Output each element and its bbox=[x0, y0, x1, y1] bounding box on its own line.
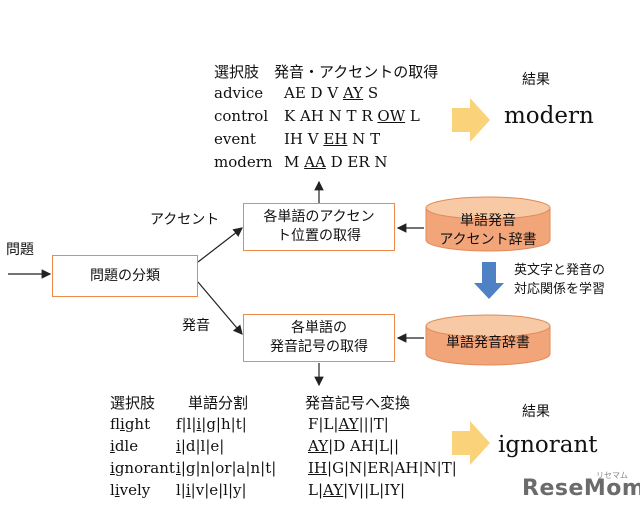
bottom-row-word-segment: i bbox=[114, 481, 120, 499]
phoneme-branch-arrow bbox=[197, 281, 243, 335]
pron-segment: AY bbox=[342, 84, 364, 102]
top-row-word: advice bbox=[214, 84, 264, 102]
pron-segment: D ER N bbox=[325, 153, 388, 171]
bottom-row-split-segment: i bbox=[196, 415, 202, 433]
accent-branch-arrow bbox=[197, 227, 243, 263]
bottom-row-split: f|l|i|g|h|t| bbox=[176, 415, 247, 433]
bottom-row-split: i|d|l|e| bbox=[176, 437, 224, 455]
bottom-header-choice: 選択肢 bbox=[110, 394, 156, 412]
dict-accent-line: アクセント辞書 bbox=[439, 232, 537, 248]
bottom-row-split: l|i|v|e|l|y| bbox=[176, 481, 247, 499]
bottom-row-conv-segment: |G|N|ER|AH|N|T| bbox=[327, 459, 457, 477]
bottom-row-conv-segment: AY bbox=[323, 481, 344, 499]
pron-segment: N T bbox=[347, 130, 381, 148]
phoneme-box-line: 各単語の bbox=[291, 320, 347, 336]
bottom-row-conv: F|L|AY|||T| bbox=[308, 415, 389, 433]
top-result-label: 結果 bbox=[522, 72, 550, 88]
top-row-word: event bbox=[214, 130, 256, 148]
bottom-result-label: 結果 bbox=[522, 404, 550, 420]
classify-box: 問題の分類 bbox=[52, 255, 198, 297]
bottom-row-split-segment: |g|h|t| bbox=[201, 415, 247, 433]
pron-segment: K AH N T R bbox=[284, 107, 378, 125]
phoneme-box-line: 発音記号の取得 bbox=[270, 339, 368, 355]
bottom-row-word: idle bbox=[110, 437, 138, 455]
bottom-row-conv-segment: |D AH|L|| bbox=[328, 437, 400, 455]
dict-phoneme-label: 単語発音辞書 bbox=[446, 335, 530, 351]
top-row-pron: AE D V AY S bbox=[284, 84, 378, 102]
bottom-row-conv-segment: |||T| bbox=[358, 415, 389, 433]
top-result-value: modern bbox=[504, 103, 594, 129]
pron-segment: AE D V bbox=[284, 84, 343, 102]
bottom-row-conv: IH|G|N|ER|AH|N|T| bbox=[308, 459, 457, 477]
pron-segment: EH bbox=[323, 130, 348, 148]
bottom-result-arrow bbox=[452, 421, 490, 465]
bottom-row-word-segment: i bbox=[110, 437, 115, 455]
learn-line: 対応関係を学習 bbox=[514, 282, 606, 297]
accent-box-line: 各単語のアクセン bbox=[263, 209, 375, 225]
pron-segment: M bbox=[284, 153, 305, 171]
learn-label: 英文字と発音の 対応関係を学習 bbox=[514, 261, 605, 299]
bottom-row-conv-segment: AY bbox=[308, 437, 329, 455]
bottom-row-split-segment: f|l| bbox=[176, 415, 197, 433]
top-result-arrow bbox=[452, 98, 490, 142]
bottom-row-split-segment: |d|l|e| bbox=[180, 437, 225, 455]
bottom-row-conv: L|AY|V||L|IY| bbox=[308, 481, 405, 499]
bottom-row-word: flight bbox=[110, 415, 150, 433]
bottom-row-conv-segment: L| bbox=[308, 481, 324, 499]
accent-box-line: ト位置の取得 bbox=[277, 228, 361, 244]
bottom-row-split-segment: i bbox=[176, 459, 181, 477]
pron-segment: L bbox=[405, 107, 420, 125]
bottom-row-conv-segment: F|L| bbox=[308, 415, 339, 433]
top-row-word: modern bbox=[214, 153, 273, 171]
bottom-row-conv-segment: |V||L|IY| bbox=[343, 481, 406, 499]
branch-phoneme-label: 発音 bbox=[182, 318, 210, 334]
bottom-row-split-segment: |v|e|l|y| bbox=[190, 481, 247, 499]
phoneme-box: 各単語の 発音記号の取得 bbox=[243, 314, 395, 362]
bottom-header-split: 単語分割 bbox=[188, 394, 249, 412]
accent-box: 各単語のアクセン ト位置の取得 bbox=[243, 203, 395, 251]
top-row-word: control bbox=[214, 107, 269, 125]
bottom-row-word-segment: dle bbox=[114, 437, 139, 455]
dict-accent-label: 単語発音 アクセント辞書 bbox=[426, 212, 550, 250]
pron-segment: IH V bbox=[284, 130, 324, 148]
top-row-pron: M AA D ER N bbox=[284, 153, 388, 171]
top-header: 選択肢 発音・アクセントの取得 bbox=[214, 63, 439, 81]
dict-accent-line: 単語発音 bbox=[460, 213, 516, 229]
bottom-row-word-segment: i bbox=[120, 415, 125, 433]
bottom-row-word-segment: gnorant bbox=[114, 459, 175, 477]
bottom-row-split-segment: l| bbox=[176, 481, 186, 499]
bottom-row-conv-segment: IH bbox=[308, 459, 328, 477]
dict-phoneme-cylinder bbox=[425, 314, 551, 366]
resemom-logo-sub: リセマム bbox=[596, 471, 628, 480]
bottom-row-word-segment: fl bbox=[110, 415, 121, 433]
bottom-row-word-segment: l bbox=[110, 481, 115, 499]
bottom-result-value: ignorant bbox=[498, 432, 598, 458]
dict-accent-cylinder bbox=[425, 196, 551, 252]
learn-arrow bbox=[474, 262, 504, 299]
bottom-row-word-segment: ght bbox=[124, 415, 151, 433]
pron-segment: S bbox=[363, 84, 379, 102]
bottom-row-word-segment: i bbox=[110, 459, 115, 477]
bottom-header-convert: 発音記号へ変換 bbox=[305, 394, 411, 412]
bottom-row-word: ignorant bbox=[110, 459, 175, 477]
branch-accent-label: アクセント bbox=[150, 212, 220, 228]
bottom-row-conv-segment: AY bbox=[338, 415, 359, 433]
pron-segment: OW bbox=[377, 107, 406, 125]
bottom-row-word: lively bbox=[110, 481, 150, 499]
bottom-row-split-segment: i bbox=[176, 437, 181, 455]
bottom-row-word-segment: vely bbox=[119, 481, 151, 499]
pron-segment: AA bbox=[304, 153, 326, 171]
bottom-row-split-segment: i bbox=[185, 481, 191, 499]
bottom-row-split-segment: |g|n|or|a|n|t| bbox=[180, 459, 277, 477]
input-label: 問題 bbox=[6, 242, 34, 258]
top-row-pron: IH V EH N T bbox=[284, 130, 380, 148]
resemom-logo: ReseMom bbox=[522, 476, 640, 501]
bottom-row-split: i|g|n|or|a|n|t| bbox=[176, 459, 276, 477]
learn-line: 英文字と発音の bbox=[514, 263, 606, 278]
top-row-pron: K AH N T R OW L bbox=[284, 107, 420, 125]
bottom-row-conv: AY|D AH|L|| bbox=[308, 437, 399, 455]
